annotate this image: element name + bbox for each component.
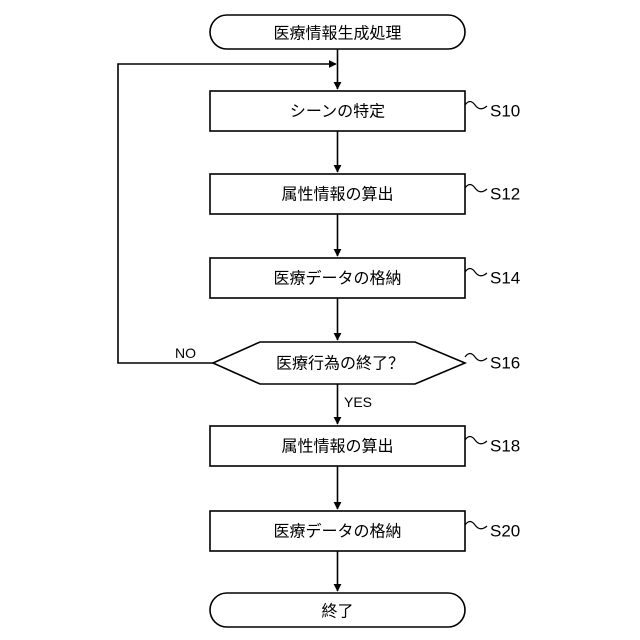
process-label-s20: 医療データの格納 (273, 522, 401, 541)
decision-label-s16: 医療行為の終了？ (276, 354, 404, 373)
step-id-s10: S10 (490, 102, 520, 121)
process-box-s18: 属性情報の算出 (210, 426, 465, 466)
step-id-s18: S18 (490, 437, 520, 456)
process-label-s12: 属性情報の算出 (281, 185, 393, 204)
start-terminal: 医療情報生成処理 (210, 15, 465, 49)
step-id-s20: S20 (490, 522, 520, 541)
leader-s14 (465, 269, 487, 276)
decision-s16: 医療行為の終了？ (213, 342, 465, 384)
process-box-s10: シーンの特定 (210, 91, 465, 131)
process-box-s20: 医療データの格納 (210, 511, 465, 551)
step-id-s14: S14 (490, 269, 520, 288)
step-id-s16: S16 (490, 354, 520, 373)
end-terminal: 終了 (210, 593, 465, 627)
process-box-s14: 医療データの格納 (210, 258, 465, 298)
start-label: 医療情報生成処理 (273, 24, 401, 43)
step-id-s12: S12 (490, 185, 520, 204)
leader-s10 (465, 102, 487, 109)
process-label-s14: 医療データの格納 (273, 269, 401, 288)
no-branch-label: NO (175, 345, 196, 361)
process-box-s12: 属性情報の算出 (210, 174, 465, 214)
leader-s12 (465, 185, 487, 192)
yes-branch-label: YES (344, 394, 372, 410)
end-label: 終了 (321, 602, 353, 621)
leader-s20 (465, 522, 487, 529)
leader-s16 (465, 354, 487, 361)
leader-s18 (465, 437, 487, 444)
process-label-s10: シーンの特定 (290, 102, 385, 121)
process-label-s18: 属性情報の算出 (281, 437, 393, 456)
